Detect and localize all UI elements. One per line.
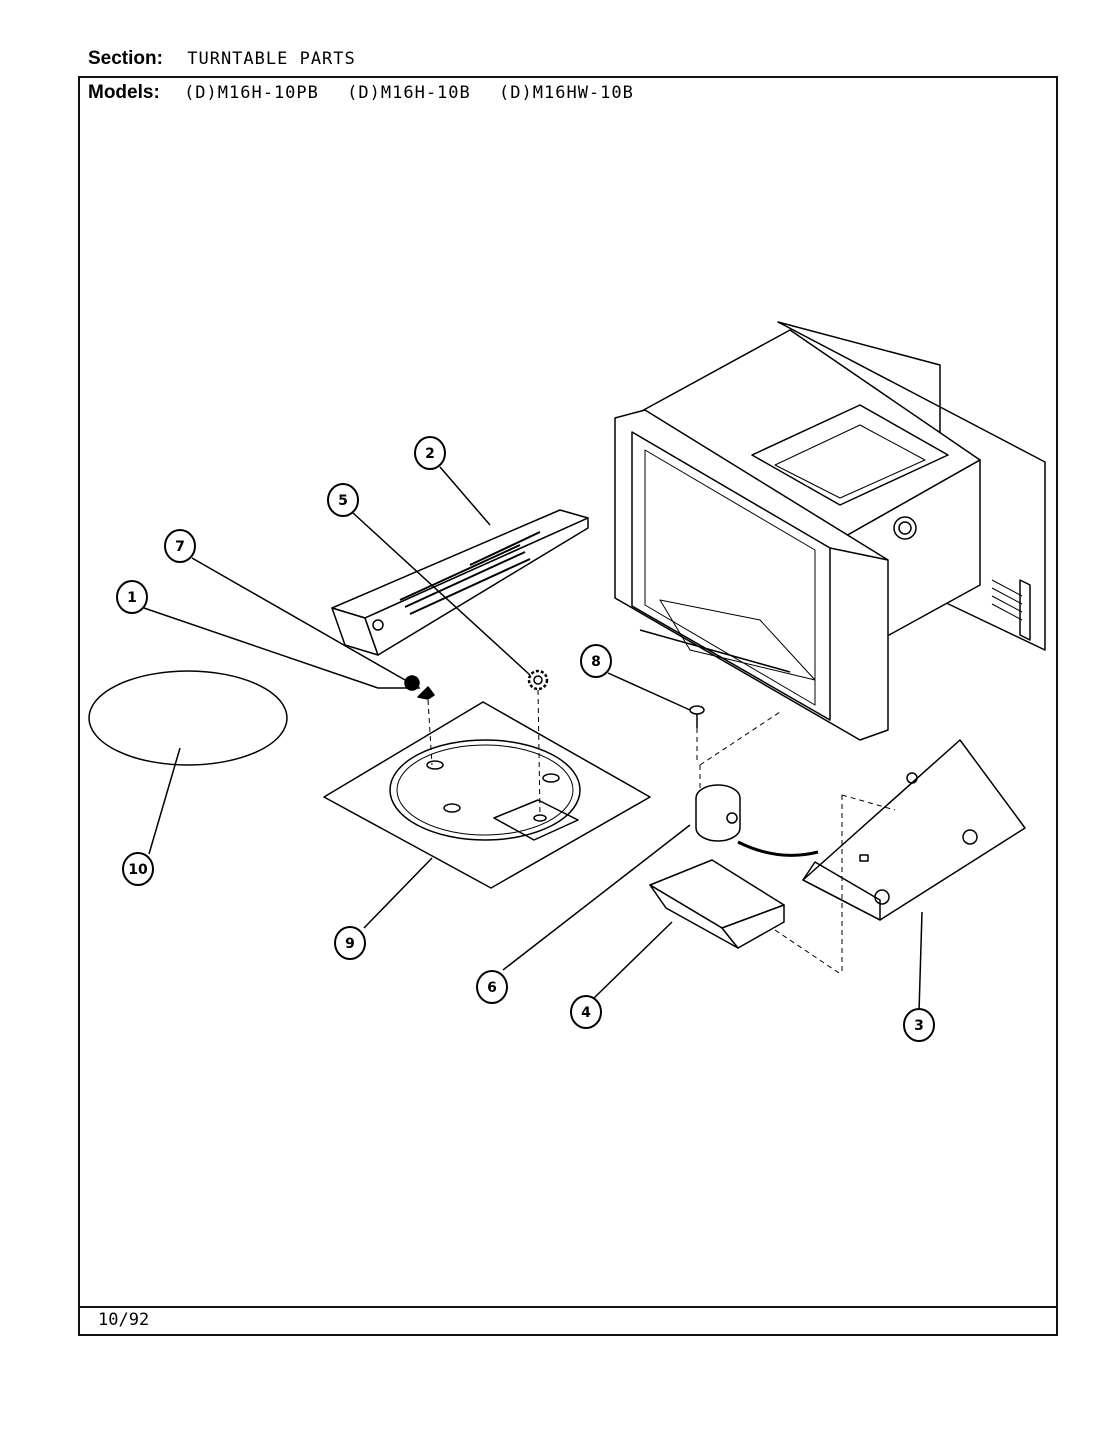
section-label: Section:: [88, 48, 163, 69]
part-9-turntable-plate: [323, 701, 651, 889]
callout-7: 7: [164, 529, 196, 563]
callout-circle-8: [580, 644, 612, 678]
part-1-support: [417, 686, 435, 700]
callout-number-9: 9: [345, 936, 355, 952]
callout-group: 1 2 3 4 5 6 7 8 9 10: [116, 436, 935, 1042]
callout-4: 4: [570, 995, 602, 1029]
leader-lines: [143, 466, 923, 1013]
callout-10: 10: [122, 852, 154, 886]
callout-circle-2: [414, 436, 446, 470]
section-value: TURNTABLE PARTS: [187, 49, 356, 69]
part-4-cover: [649, 859, 785, 949]
part-3-base-bracket: [802, 739, 1026, 921]
callout-circle-9: [334, 926, 366, 960]
callout-number-7: 7: [175, 539, 185, 555]
callout-number-6: 6: [487, 980, 497, 996]
assembly-guide-lines: [427, 689, 896, 976]
callout-circle-6: [476, 970, 508, 1004]
model-2: (D)M16H-10B: [347, 83, 471, 103]
oven-cavity-housing: [614, 321, 1046, 741]
section-title: Section: TURNTABLE PARTS: [88, 48, 356, 70]
callout-number-2: 2: [425, 446, 435, 462]
part-8-screw: [689, 705, 705, 728]
part-10-glass-tray: [88, 670, 288, 766]
diagram-frame: [78, 76, 1058, 1336]
callout-circle-7: [164, 529, 196, 563]
callout-number-3: 3: [914, 1018, 924, 1034]
callout-8: 8: [580, 644, 612, 678]
callout-number-1: 1: [127, 590, 137, 606]
models-label: Models:: [88, 82, 160, 103]
footer-divider: [78, 1306, 1058, 1308]
part-2-bracket: [331, 509, 589, 656]
models-line: Models: (D)M16H-10PB (D)M16H-10B (D)M16H…: [88, 82, 656, 104]
model-1: (D)M16H-10PB: [184, 83, 319, 103]
callout-circle-5: [327, 483, 359, 517]
callout-number-8: 8: [591, 654, 601, 670]
callout-number-10: 10: [128, 862, 148, 878]
part-5-gear: [527, 669, 549, 691]
callout-6: 6: [476, 970, 508, 1004]
callout-3: 3: [903, 1008, 935, 1042]
callout-circle-1: [116, 580, 148, 614]
callout-circle-10: [122, 852, 154, 886]
callout-circle-3: [903, 1008, 935, 1042]
model-3: (D)M16HW-10B: [499, 83, 634, 103]
callout-number-5: 5: [338, 493, 348, 509]
callout-2: 2: [414, 436, 446, 470]
callout-9: 9: [334, 926, 366, 960]
callout-1: 1: [116, 580, 148, 614]
part-6-motor: [695, 784, 819, 857]
callout-5: 5: [327, 483, 359, 517]
revision-date: 10/92: [98, 1310, 150, 1330]
callout-number-4: 4: [581, 1005, 591, 1021]
callout-circle-4: [570, 995, 602, 1029]
part-7-roller: [404, 675, 420, 691]
